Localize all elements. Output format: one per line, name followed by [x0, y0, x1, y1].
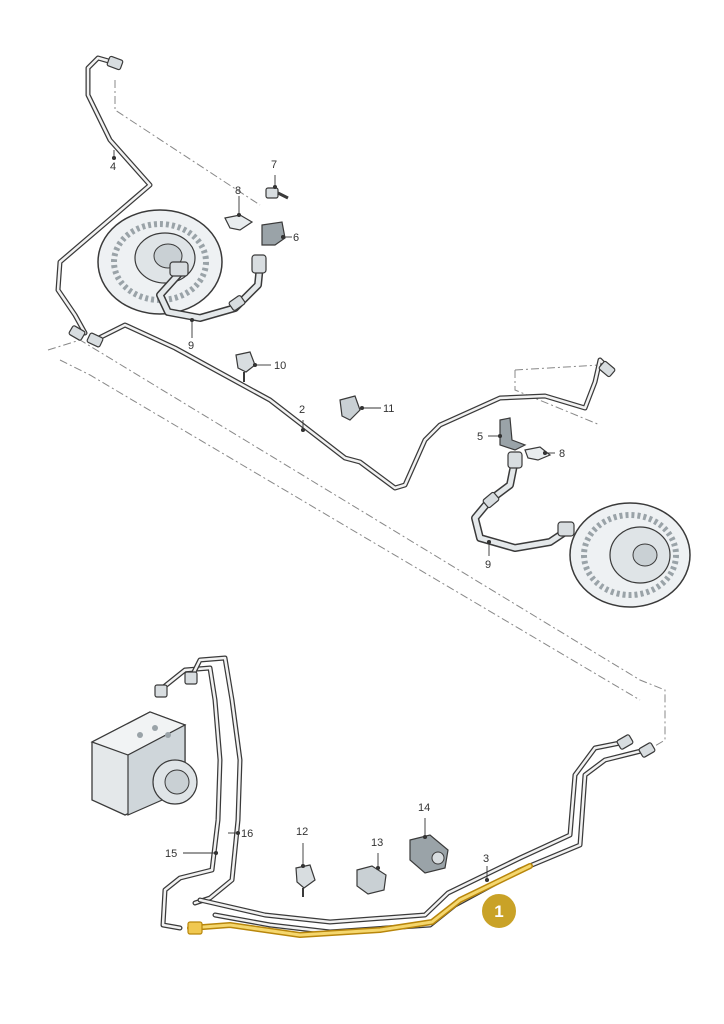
brake-hose-9-front	[156, 254, 267, 322]
brake-pipe-16	[154, 655, 243, 906]
brake-hose-9-rear	[471, 451, 575, 552]
brake-pipe-2	[86, 322, 616, 491]
clip-8-front	[224, 214, 254, 231]
callout-9-front: 9	[188, 340, 194, 352]
guide-line-rear-right	[514, 370, 601, 426]
callout-5: 5	[477, 431, 483, 443]
callout-9-rear: 9	[485, 559, 491, 571]
callout-10: 10	[274, 360, 286, 372]
guide-line-main-lower	[59, 359, 641, 701]
callout-14: 14	[418, 802, 430, 814]
guide-line-front-left	[114, 80, 261, 206]
callout-12: 12	[296, 826, 308, 838]
clip-8-rear	[524, 446, 552, 461]
highlighted-brake-pipe-1[interactable]	[187, 863, 533, 938]
callout-6: 6	[293, 232, 299, 244]
guide-line-rear-right-2	[514, 364, 601, 371]
holder-11	[339, 395, 361, 421]
clip-10	[235, 351, 256, 382]
clip-12	[295, 864, 316, 897]
callout-8-front: 8	[235, 185, 241, 197]
highlight-badge[interactable]: 1	[480, 892, 518, 930]
bracket-5	[499, 417, 527, 451]
brake-pipe-4	[55, 55, 153, 341]
bolt-7	[265, 187, 289, 200]
guide-line-main	[47, 339, 666, 756]
assembly-guide-lines	[47, 80, 666, 756]
bracket-6	[261, 221, 286, 246]
callout-3: 3	[483, 853, 489, 865]
callout-labels: 4 7 8 6 9 10 11 2 5 8 9 12 13 14 3 16 15	[110, 159, 565, 865]
brake-pipe-15	[157, 665, 223, 931]
callout-7: 7	[271, 159, 277, 171]
callout-4: 4	[110, 161, 116, 173]
callout-15: 15	[165, 848, 177, 860]
callout-16: 16	[241, 828, 253, 840]
holder-13	[356, 865, 387, 895]
rear-brake-disc	[569, 502, 691, 608]
callout-2: 2	[299, 404, 305, 416]
highlight-badge-label: 1	[494, 902, 503, 921]
callout-8-rear: 8	[559, 448, 565, 460]
callout-leaders	[111, 150, 555, 883]
abs-control-unit	[90, 711, 198, 816]
highlight-badge-circle	[480, 892, 518, 930]
front-brake-disc	[97, 209, 223, 315]
callout-13: 13	[371, 837, 383, 849]
holder-14	[409, 834, 449, 874]
brake-pipe-3	[197, 734, 656, 935]
callout-11: 11	[383, 403, 394, 415]
